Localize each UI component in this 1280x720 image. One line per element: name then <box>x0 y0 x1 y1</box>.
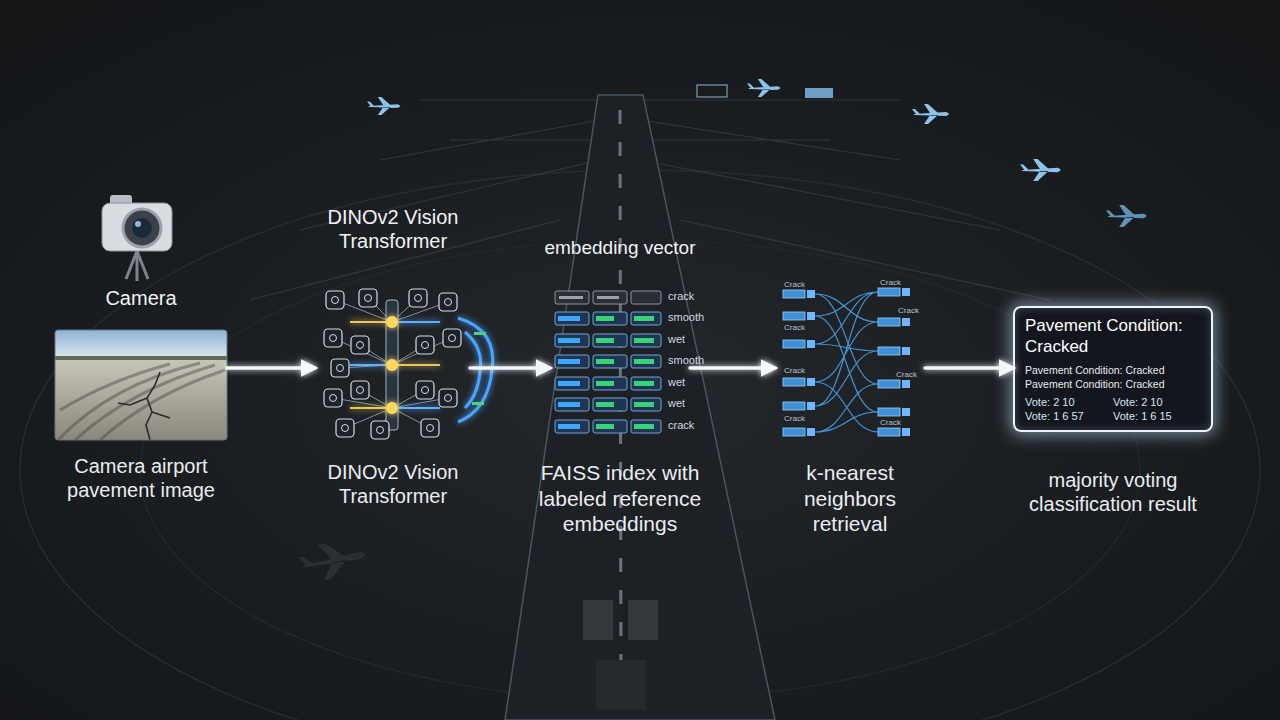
stage-heading: embedding vector <box>520 236 720 259</box>
neighbor-label: Crack <box>880 418 901 428</box>
vote-count: Vote: 2 10 <box>1113 396 1203 409</box>
row-label: wet <box>668 333 685 346</box>
neighbor-label: Crack <box>784 280 805 290</box>
vote-count: Vote: 1 6 57 <box>1025 410 1110 423</box>
neighbor-label: Crack <box>784 323 805 333</box>
row-label: smooth <box>668 311 704 324</box>
vote-count: Vote: 1 6 15 <box>1113 410 1203 423</box>
stage-heading: Camera <box>55 286 227 310</box>
neighbor-label: Crack <box>898 306 919 316</box>
flow-arrow <box>925 366 1013 370</box>
neighbor-label: Crack <box>880 278 901 288</box>
row-label: smooth <box>668 354 704 367</box>
stage-caption: Camera airport pavement image <box>40 454 242 503</box>
row-label: wet <box>668 397 685 410</box>
neighbor-label: Crack <box>784 414 805 424</box>
input-image: CameraCamera airport pavement image <box>55 330 227 440</box>
vote-count: Vote: 2 10 <box>1025 396 1110 409</box>
row-label: wet <box>668 376 685 389</box>
flow-arrow <box>690 366 775 370</box>
vision-transformer: DINOv2 Vision TransformerDINOv2 Vision T… <box>315 292 470 442</box>
flow-arrow <box>470 366 550 370</box>
result-line: Pavement Condition: Cracked <box>1025 364 1207 377</box>
flow-arrow <box>227 366 315 370</box>
stage-caption: k-nearest neighbors retrieval <box>770 460 930 537</box>
row-label: crack <box>668 290 694 303</box>
neighbor-label: Crack <box>784 366 805 376</box>
stage-heading: DINOv2 Vision Transformer <box>313 205 473 254</box>
row-label: crack <box>668 419 694 432</box>
stage-caption: majority voting classification result <box>1013 468 1213 517</box>
stage-caption: DINOv2 Vision Transformer <box>313 460 473 509</box>
result-line: Pavement Condition: Cracked <box>1025 378 1207 391</box>
neighbor-label: Crack <box>896 370 917 380</box>
result-box: Pavement Condition: CrackedPavement Cond… <box>1013 306 1213 432</box>
stage-caption: FAISS index with labeled reference embed… <box>525 460 715 537</box>
result-title: Pavement Condition: Cracked <box>1025 316 1207 357</box>
